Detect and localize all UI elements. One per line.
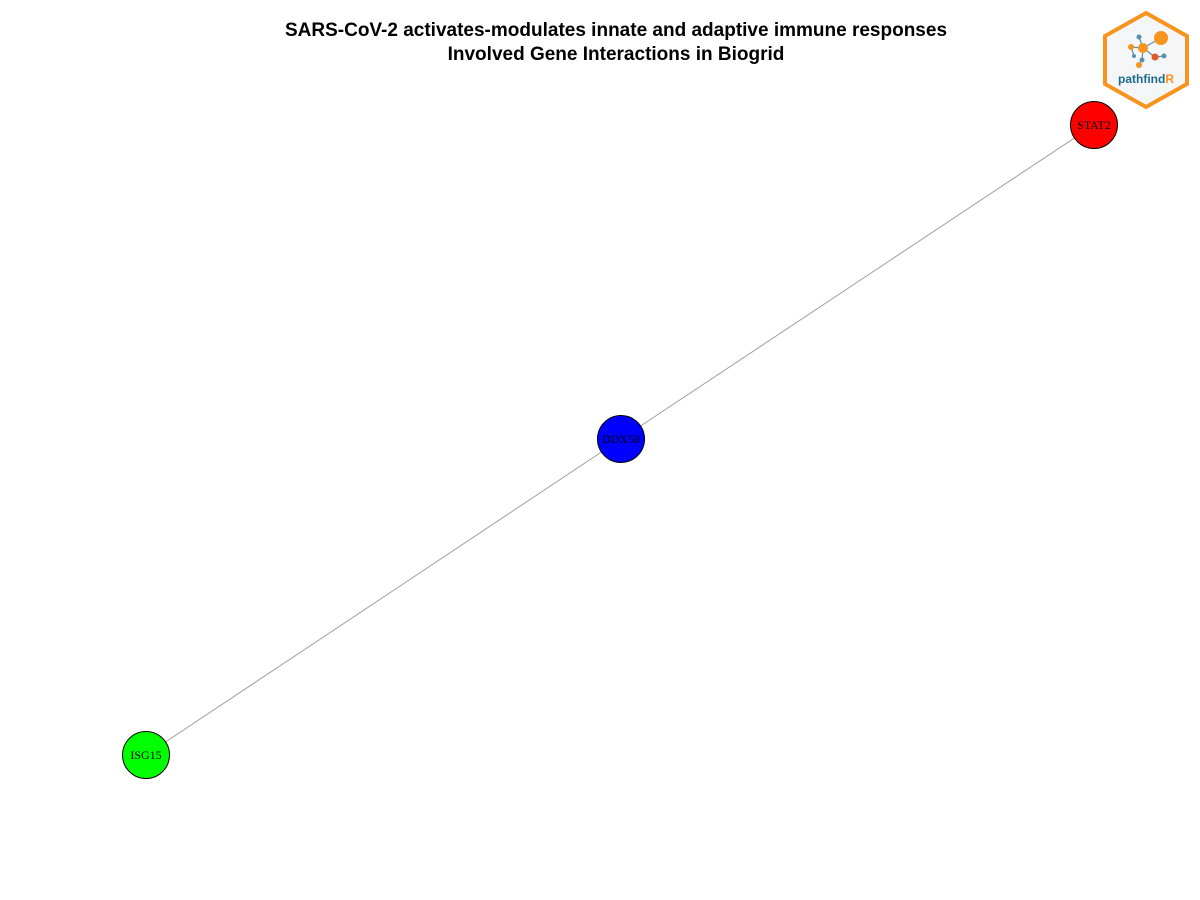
logo-text-r: R <box>1165 72 1174 86</box>
node-circle[interactable] <box>1070 101 1118 149</box>
title-line-2: Involved Gene Interactions in Biogrid <box>447 44 785 65</box>
edge-stat2-ddx58 <box>620 124 1095 440</box>
node-circle[interactable] <box>597 415 645 463</box>
node-isg15[interactable]: ISG15 <box>122 731 170 779</box>
pathfindr-logo: pathfindR <box>1103 10 1189 110</box>
node-circle[interactable] <box>122 731 170 779</box>
edge-ddx58-isg15 <box>145 438 622 756</box>
logo-text-main: pathfind <box>1118 72 1165 86</box>
node-label: ISG15 <box>130 748 161 762</box>
figure-title: SARS-CoV-2 activates-modulates innate an… <box>0 19 1200 67</box>
node-ddx58[interactable]: DDX58 <box>597 415 645 463</box>
node-label: DDX58 <box>602 432 640 446</box>
svg-text:pathfindR: pathfindR <box>1118 72 1174 86</box>
node-stat2[interactable]: STAT2 <box>1070 101 1118 149</box>
title-line-1: SARS-CoV-2 activates-modulates innate an… <box>284 20 948 41</box>
node-label: STAT2 <box>1077 118 1111 132</box>
edge-layer <box>145 124 1095 756</box>
